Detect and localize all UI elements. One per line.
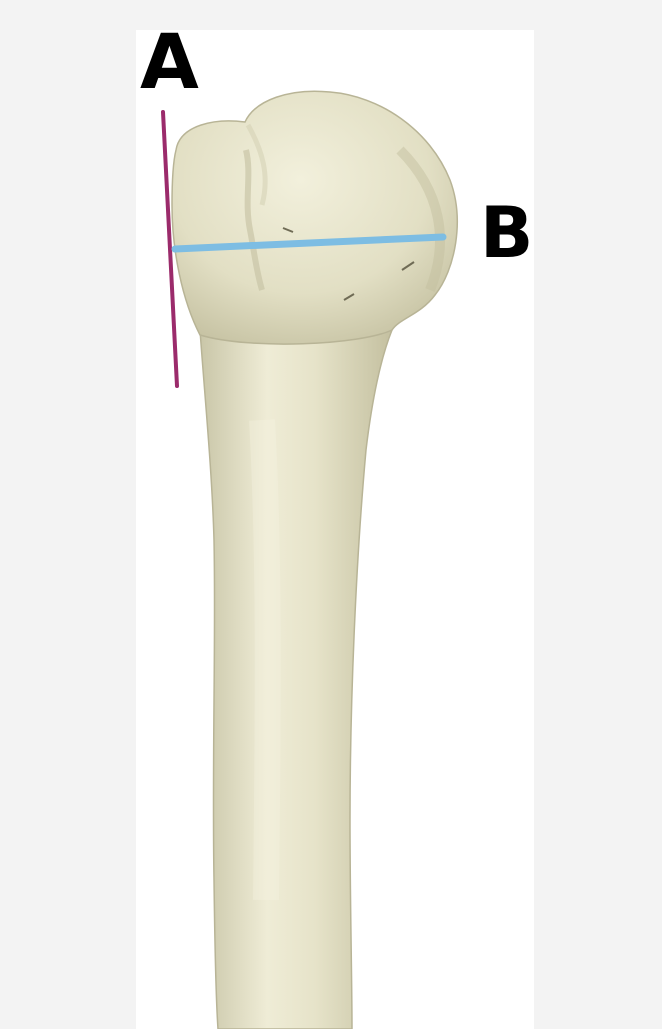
shaft-highlight — [262, 420, 268, 900]
label-a: A — [140, 24, 198, 100]
bone-shaft — [200, 330, 392, 1029]
humeral-head — [172, 91, 457, 344]
label-b: B — [480, 198, 532, 268]
